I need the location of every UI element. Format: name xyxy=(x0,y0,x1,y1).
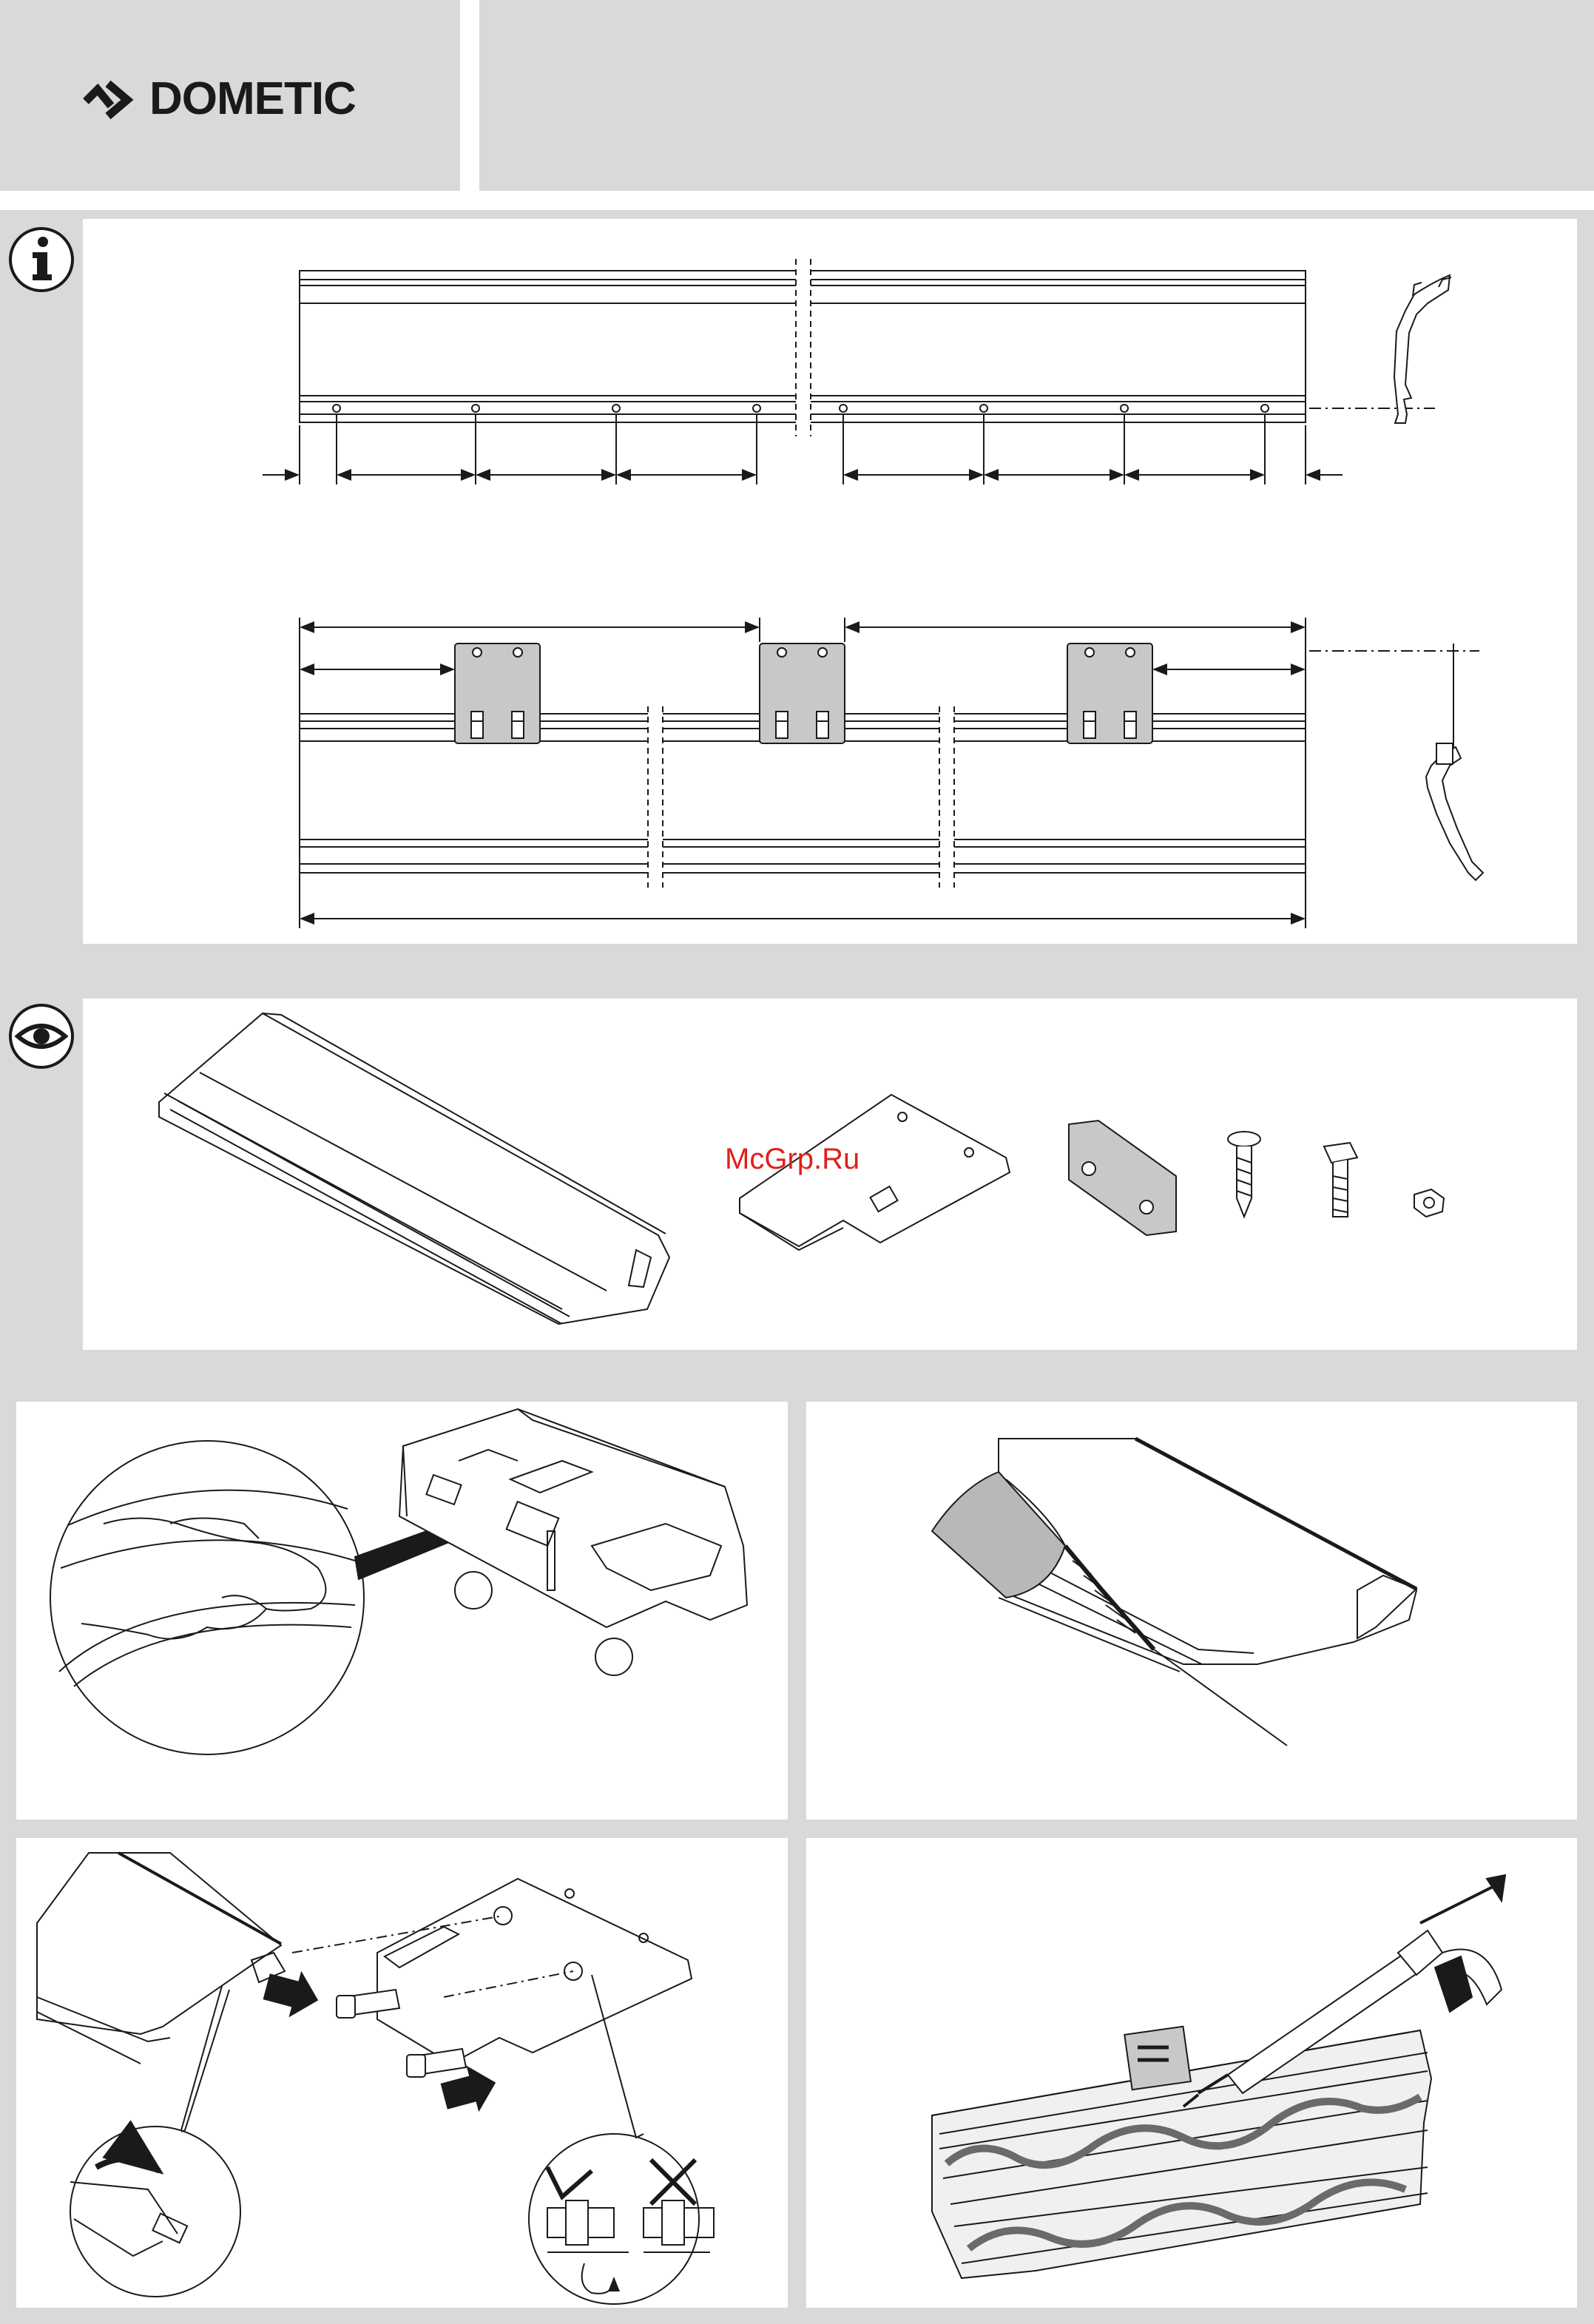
step-drill-holes xyxy=(932,1439,1416,1746)
rail-hole-spacing-drawing xyxy=(263,259,1451,484)
step-mount-bracket xyxy=(37,1853,714,2304)
step-clean-surface xyxy=(50,1409,747,1754)
rail-bracket-spacing-drawing xyxy=(300,618,1483,928)
watermark-text: McGrp.Ru xyxy=(725,1143,860,1176)
step-apply-sealant xyxy=(932,1875,1505,2278)
